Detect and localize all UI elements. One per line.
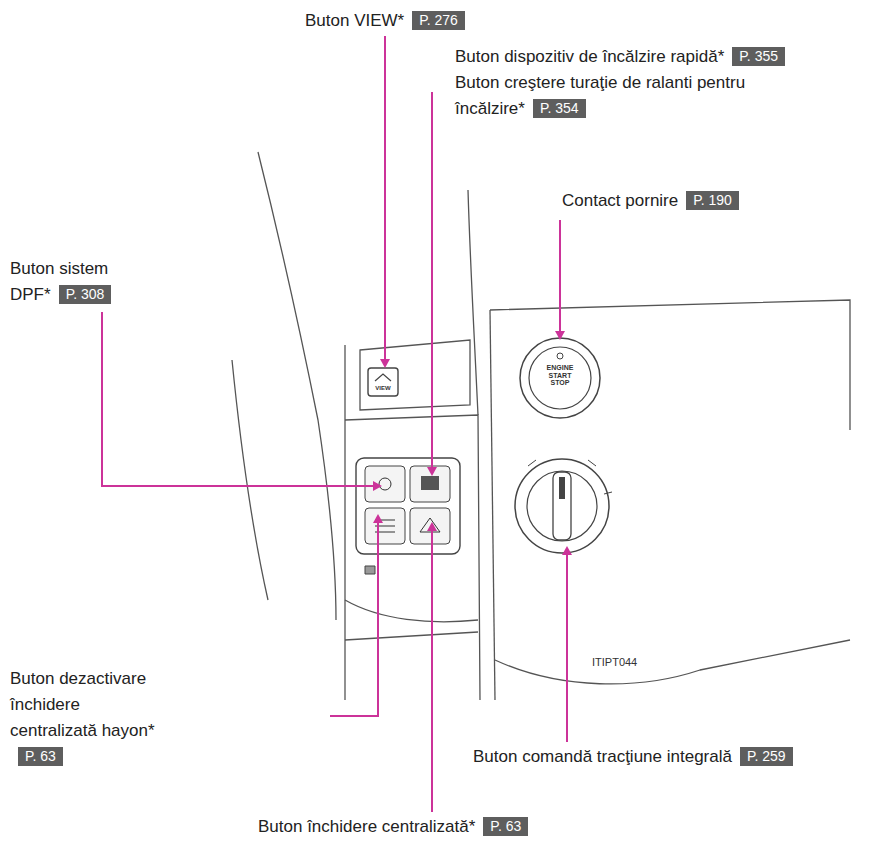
- page-reference: P. 276: [412, 11, 465, 30]
- switch-cluster: [356, 458, 460, 574]
- figure-code: ITIPT044: [592, 656, 637, 668]
- callout: Buton comandă tracţiune integrală P. 259: [473, 744, 793, 770]
- callout: Buton sistem DPF*P. 308: [10, 256, 130, 308]
- view-button: [368, 368, 398, 396]
- callout-text: Buton creştere turaţie de ralanti pentru…: [455, 73, 745, 118]
- callout: Buton dispozitiv de încălzire rapidă* P. …: [455, 44, 785, 70]
- button-marking: ENGINE START STOP: [540, 364, 580, 387]
- callout-text: Buton comandă tracţiune integrală: [473, 747, 732, 766]
- dashboard-lines: [232, 152, 850, 700]
- page-reference: P. 63: [18, 747, 63, 766]
- page-reference: P. 63: [483, 817, 528, 836]
- page-reference: P. 308: [59, 285, 112, 304]
- start-button: [520, 338, 600, 418]
- callout-text: Buton VIEW*: [305, 11, 404, 30]
- page-reference: P. 259: [740, 747, 793, 766]
- callout: Buton dezactivare închidere centralizată…: [10, 666, 170, 770]
- callout-text: Contact pornire: [562, 191, 678, 210]
- page-reference: P. 355: [732, 47, 785, 66]
- callout-text: Buton dezactivare închidere centralizată…: [10, 669, 155, 740]
- callout: Buton închidere centralizată* P. 63: [258, 814, 528, 840]
- callout: Buton VIEW* P. 276: [305, 8, 465, 34]
- leader-lines: [102, 36, 567, 812]
- callout-text: Buton dispozitiv de încălzire rapidă*: [455, 47, 724, 66]
- page-reference: P. 354: [533, 99, 586, 118]
- button-marking: VIEW: [368, 385, 398, 392]
- 4wd-knob: [515, 459, 612, 553]
- arrowheads: [373, 331, 572, 555]
- callout: Contact pornire P. 190: [562, 188, 739, 214]
- page-reference: P. 190: [686, 191, 739, 210]
- callout: Buton creştere turaţie de ralanti pentru…: [455, 70, 795, 122]
- callout-text: Buton închidere centralizată*: [258, 817, 475, 836]
